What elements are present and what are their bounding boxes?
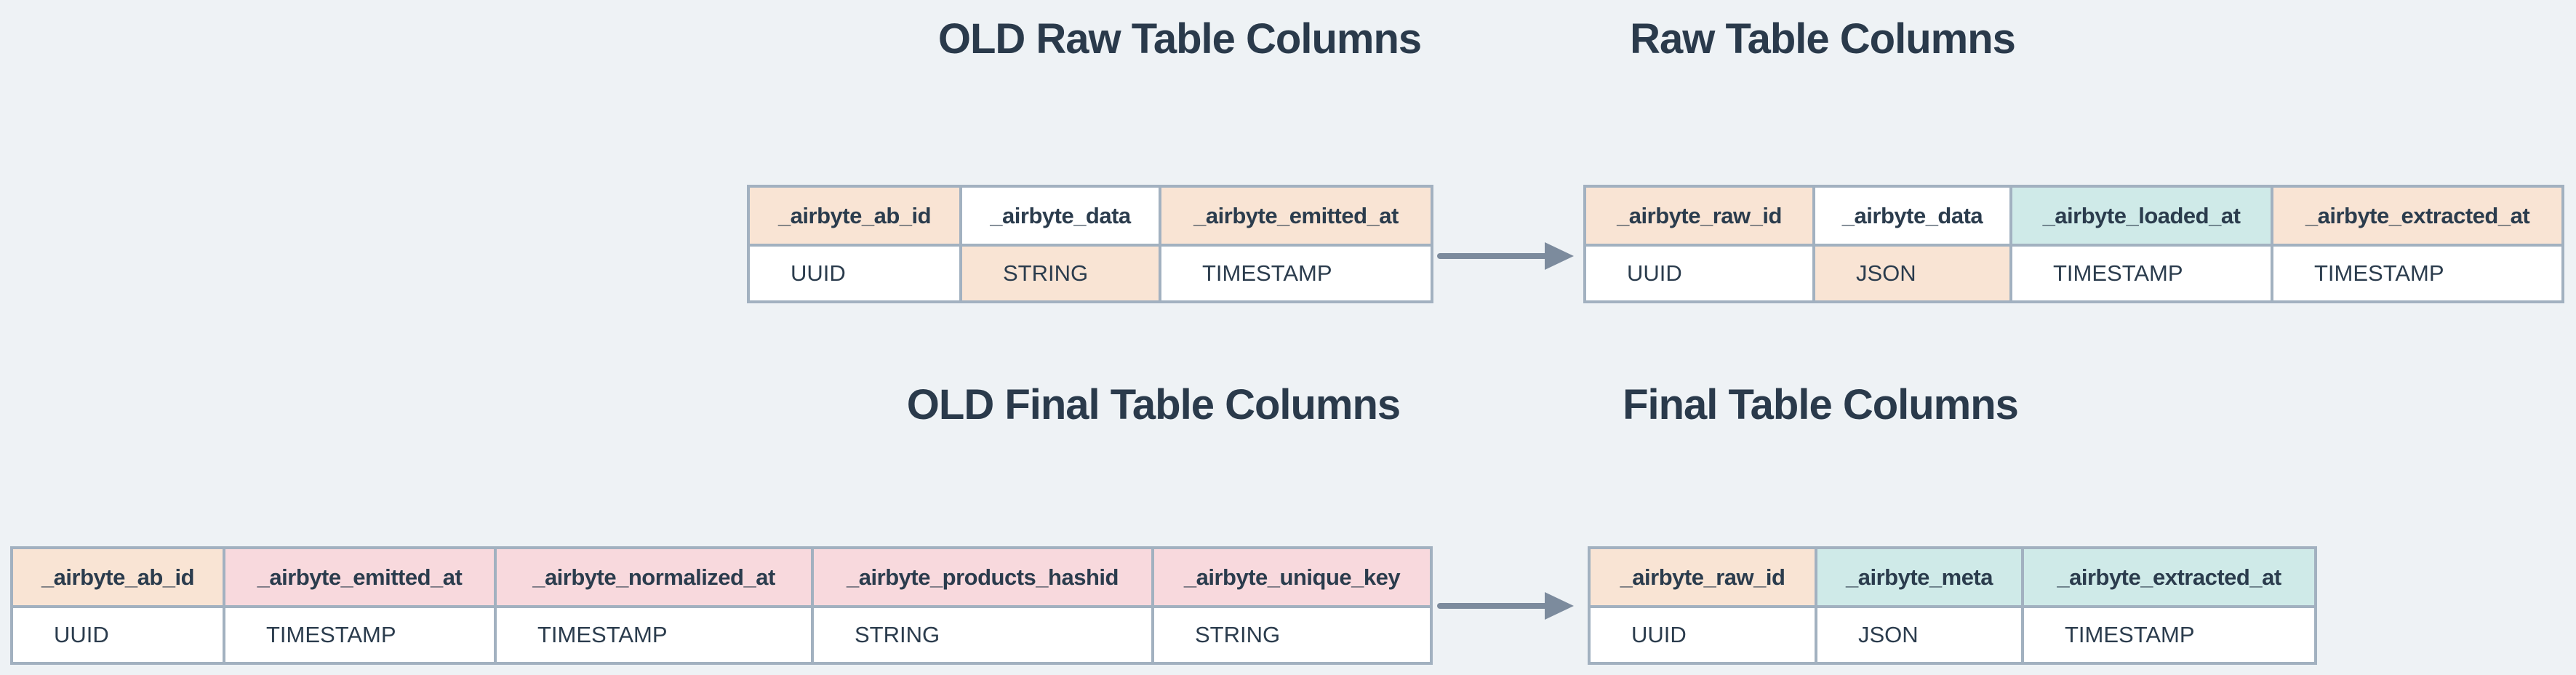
column-name-cell: _airbyte_products_hashid (811, 546, 1154, 608)
column-type-cell: TIMESTAMP (2271, 244, 2564, 303)
column-type-cell: UUID (747, 244, 962, 303)
table-type-row: UUID JSON TIMESTAMP TIMESTAMP (1583, 244, 2564, 303)
column-name-cell: _airbyte_loaded_at (2009, 185, 2273, 247)
column-type-cell: TIMESTAMP (223, 605, 497, 665)
table-header-row: _airbyte_ab_id _airbyte_data _airbyte_em… (747, 185, 1433, 247)
column-type-cell: UUID (10, 605, 225, 665)
column-name-cell: _airbyte_extracted_at (2021, 546, 2317, 608)
column-name-cell: _airbyte_raw_id (1583, 185, 1815, 247)
column-type-cell: JSON (1812, 244, 2012, 303)
column-name-cell: _airbyte_data (1812, 185, 2012, 247)
column-name-cell: _airbyte_emitted_at (1159, 185, 1433, 247)
column-type-cell: JSON (1815, 605, 2024, 665)
column-type-cell: TIMESTAMP (2021, 605, 2317, 665)
column-name-cell: _airbyte_raw_id (1588, 546, 1817, 608)
section-title-final: Final Table Columns (1623, 381, 2019, 428)
column-name-cell: _airbyte_extracted_at (2271, 185, 2564, 247)
column-type-cell: TIMESTAMP (1159, 244, 1433, 303)
column-type-cell: UUID (1588, 605, 1817, 665)
table-type-row: UUID TIMESTAMP TIMESTAMP STRING STRING (10, 605, 1433, 665)
column-name-cell: _airbyte_unique_key (1151, 546, 1433, 608)
column-type-cell: TIMESTAMP (2009, 244, 2273, 303)
column-type-cell: STRING (959, 244, 1161, 303)
column-name-cell: _airbyte_ab_id (747, 185, 962, 247)
old-final-table: _airbyte_ab_id _airbyte_emitted_at _airb… (10, 546, 1433, 665)
column-type-cell: STRING (811, 605, 1154, 665)
section-title-old-raw: OLD Raw Table Columns (937, 15, 1422, 63)
column-type-cell: UUID (1583, 244, 1815, 303)
column-name-cell: _airbyte_data (959, 185, 1161, 247)
table-header-row: _airbyte_raw_id _airbyte_data _airbyte_l… (1583, 185, 2564, 247)
table-header-row: _airbyte_ab_id _airbyte_emitted_at _airb… (10, 546, 1433, 608)
column-name-cell: _airbyte_normalized_at (494, 546, 814, 608)
old-raw-table: _airbyte_ab_id _airbyte_data _airbyte_em… (747, 185, 1433, 303)
table-header-row: _airbyte_raw_id _airbyte_meta _airbyte_e… (1588, 546, 2317, 608)
column-name-cell: _airbyte_ab_id (10, 546, 225, 608)
raw-table: _airbyte_raw_id _airbyte_data _airbyte_l… (1583, 185, 2564, 303)
column-type-cell: TIMESTAMP (494, 605, 814, 665)
table-type-row: UUID JSON TIMESTAMP (1588, 605, 2317, 665)
column-name-cell: _airbyte_emitted_at (223, 546, 497, 608)
section-title-old-final: OLD Final Table Columns (906, 381, 1401, 428)
column-type-cell: STRING (1151, 605, 1433, 665)
section-title-raw: Raw Table Columns (1630, 15, 2016, 63)
table-type-row: UUID STRING TIMESTAMP (747, 244, 1433, 303)
right-arrow-icon (1437, 592, 1574, 620)
column-name-cell: _airbyte_meta (1815, 546, 2024, 608)
final-table: _airbyte_raw_id _airbyte_meta _airbyte_e… (1588, 546, 2317, 665)
right-arrow-icon (1437, 242, 1574, 270)
